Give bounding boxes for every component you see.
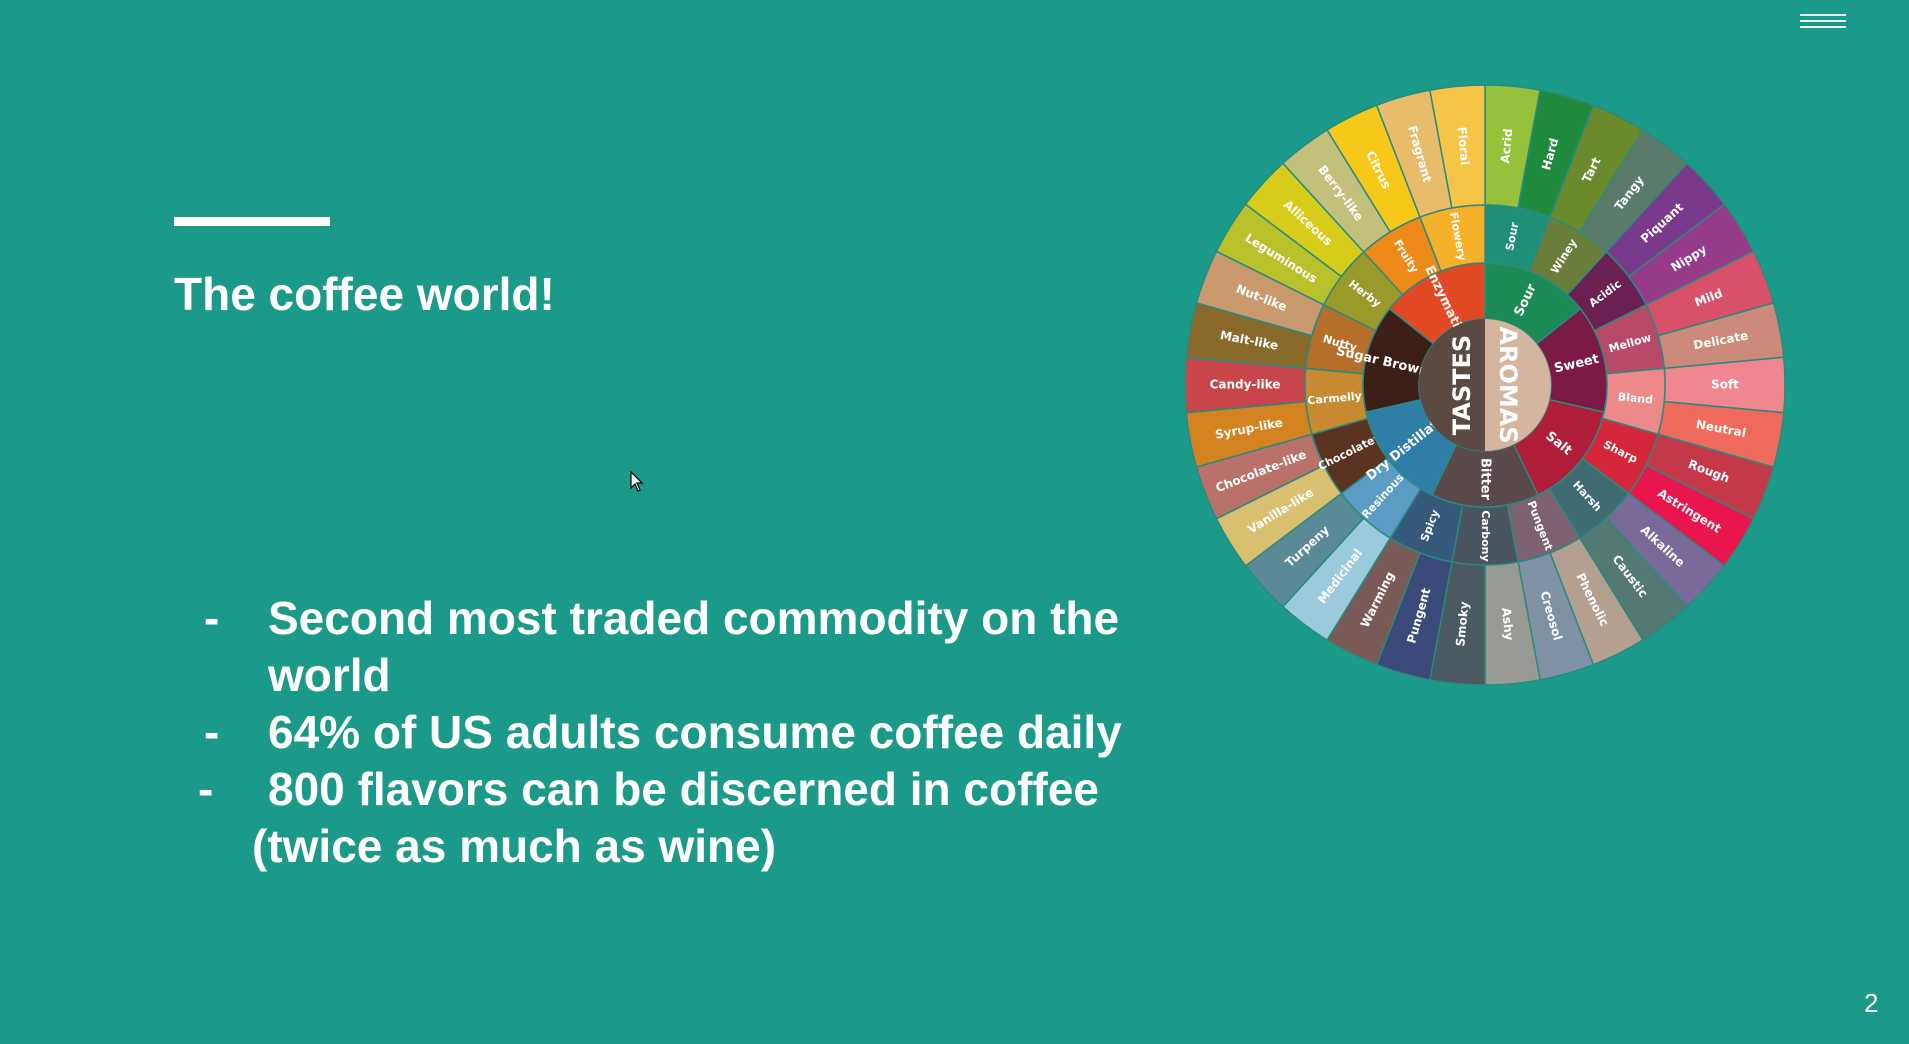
bullet-item: - 800 flavors can be discerned in coffee… [190,761,1190,875]
bullet-text-continued: (twice as much as wine) [252,820,777,872]
menu-icon[interactable] [1800,12,1846,30]
wheel-middle-label: Sour [1503,221,1521,252]
wheel-outer-label: Acrid [1498,128,1515,164]
wheel-center-label-tastes: TASTES [1448,335,1476,435]
wheel-outer-label: Candy-like [1210,378,1281,392]
bullet-text: 800 flavors can be discerned in coffee [268,763,1099,815]
wheel-outer-label: Ashy [1499,607,1516,641]
bullet-dash: - [204,706,220,758]
page-number: 2 [1864,988,1879,1018]
wheel-middle-label: Carmelly [1307,389,1363,407]
wheel-center-label-aromas: AROMAS [1494,326,1522,443]
bullet-text-continued: world [268,649,391,701]
bullet-text: Second most traded commodity on the [268,592,1120,644]
wheel-middle-label: Carbony [1479,510,1492,561]
bullet-dash: - [204,592,220,644]
slide-title: The coffee world! [174,268,555,320]
wheel-inner-label: Bitter [1478,458,1493,501]
wheel-outer-label: Smoky [1453,601,1471,647]
mouse-pointer-icon [630,471,644,492]
wheel-center-aromas-half [1485,319,1551,451]
bullet-dash: - [198,763,214,815]
bullet-item: - Second most traded commodity on the wo… [190,590,1190,704]
wheel-outer-label: Soft [1711,378,1739,392]
wheel-middle-label: Bland [1617,390,1653,406]
title-accent-bar [174,217,330,226]
wheel-outer-label: Floral [1455,126,1473,166]
bullet-list: - Second most traded commodity on the wo… [190,590,1190,875]
bullet-item: - 64% of US adults consume coffee daily [190,704,1190,761]
bullet-text: 64% of US adults consume coffee daily [268,706,1122,758]
